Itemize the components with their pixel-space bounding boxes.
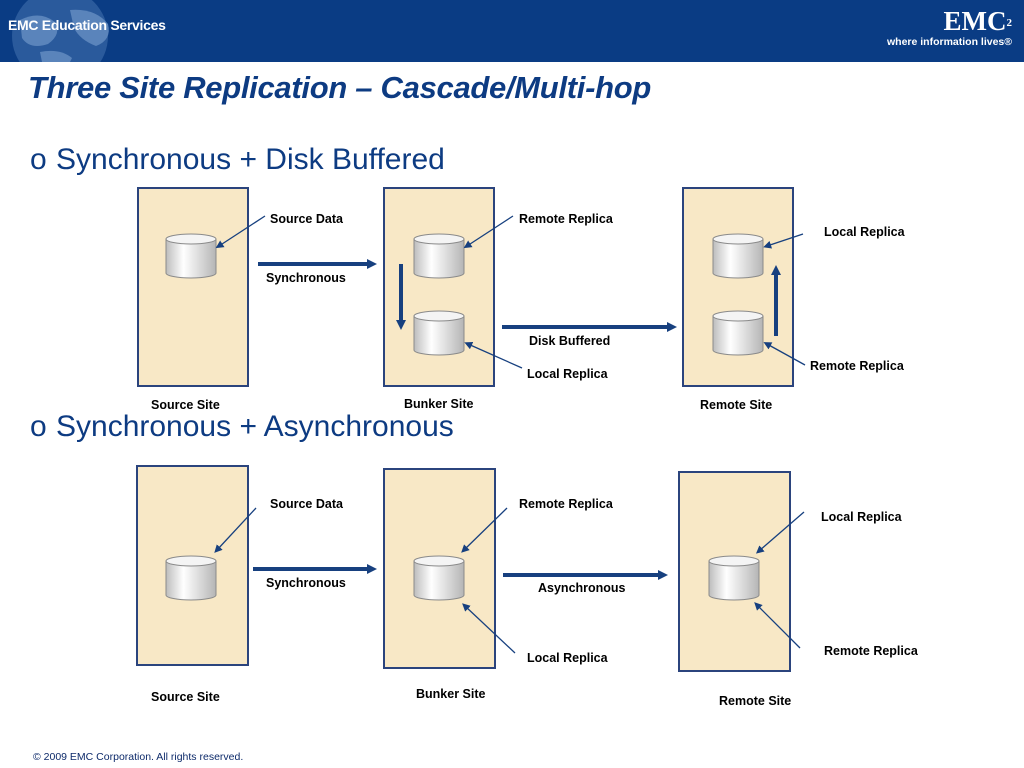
bunker-local-replica-label: Local Replica xyxy=(527,651,608,665)
bullet-mark: o xyxy=(30,410,47,443)
copyright-footer: © 2009 EMC Corporation. All rights reser… xyxy=(33,751,244,763)
emc-logo: EMC2 where information lives® xyxy=(887,6,1012,48)
globe-icon xyxy=(12,0,109,62)
source-site-label: Source Site xyxy=(151,690,220,704)
asynchronous-link-label: Asynchronous xyxy=(538,581,626,595)
logo-sup: 2 xyxy=(1006,17,1013,29)
section-heading-1: o Synchronous + Disk Buffered xyxy=(30,143,445,177)
page-title: Three Site Replication – Cascade/Multi-h… xyxy=(28,70,652,105)
bunker-local-replica-pointer xyxy=(464,341,523,369)
remote-remote-replica-label: Remote Replica xyxy=(810,359,904,373)
remote-local-replica-pointer xyxy=(763,233,804,249)
bunker-site-label: Bunker Site xyxy=(416,687,486,701)
section-heading-2: o Synchronous + Asynchronous xyxy=(30,410,454,444)
edu-services-label: EMC Education Services xyxy=(8,17,166,33)
diagram-disk-buffered: Source Data Synchronous Remote Replica D… xyxy=(137,187,905,412)
section-heading-text: Synchronous + Asynchronous xyxy=(56,410,454,443)
source-data-pointer xyxy=(214,507,257,553)
remote-site-label: Remote Site xyxy=(700,398,773,412)
remote-remote-replica-label: Remote Replica xyxy=(824,644,918,658)
remote-site-label: Remote Site xyxy=(719,694,792,708)
remote-local-replica-pointer xyxy=(755,511,805,554)
logo-mark: EMC xyxy=(943,6,1007,36)
sync-link-label: Synchronous xyxy=(266,576,346,590)
bunker-local-replica-pointer xyxy=(462,603,516,654)
source-data-label: Source Data xyxy=(270,497,343,511)
disk-buffered-link-label: Disk Buffered xyxy=(529,334,611,348)
source-data-pointer xyxy=(215,215,266,249)
remote-remote-replica-pointer xyxy=(763,342,806,366)
bullet-mark: o xyxy=(30,143,47,176)
header-banner: EMC Education Services EMC2 where inform… xyxy=(0,0,1024,62)
section-heading-text: Synchronous + Disk Buffered xyxy=(56,143,445,176)
diagram-asynchronous: Source Data Synchronous Remote Replica A… xyxy=(136,465,918,708)
bunker-remote-replica-pointer xyxy=(463,215,514,249)
remote-remote-replica-pointer xyxy=(754,602,801,649)
bunker-remote-replica-label: Remote Replica xyxy=(519,497,613,511)
bunker-local-replica-label: Local Replica xyxy=(527,367,608,381)
remote-local-replica-label: Local Replica xyxy=(824,225,905,239)
source-site-box xyxy=(137,187,249,387)
remote-local-replica-label: Local Replica xyxy=(821,510,902,524)
logo-tagline: where information lives® xyxy=(886,36,1012,48)
bunker-remote-replica-label: Remote Replica xyxy=(519,212,613,226)
bunker-site-label: Bunker Site xyxy=(404,397,474,411)
source-data-label: Source Data xyxy=(270,212,343,226)
source-site-label: Source Site xyxy=(151,398,220,412)
bunker-remote-replica-pointer xyxy=(461,507,508,553)
sync-link-label: Synchronous xyxy=(266,271,346,285)
